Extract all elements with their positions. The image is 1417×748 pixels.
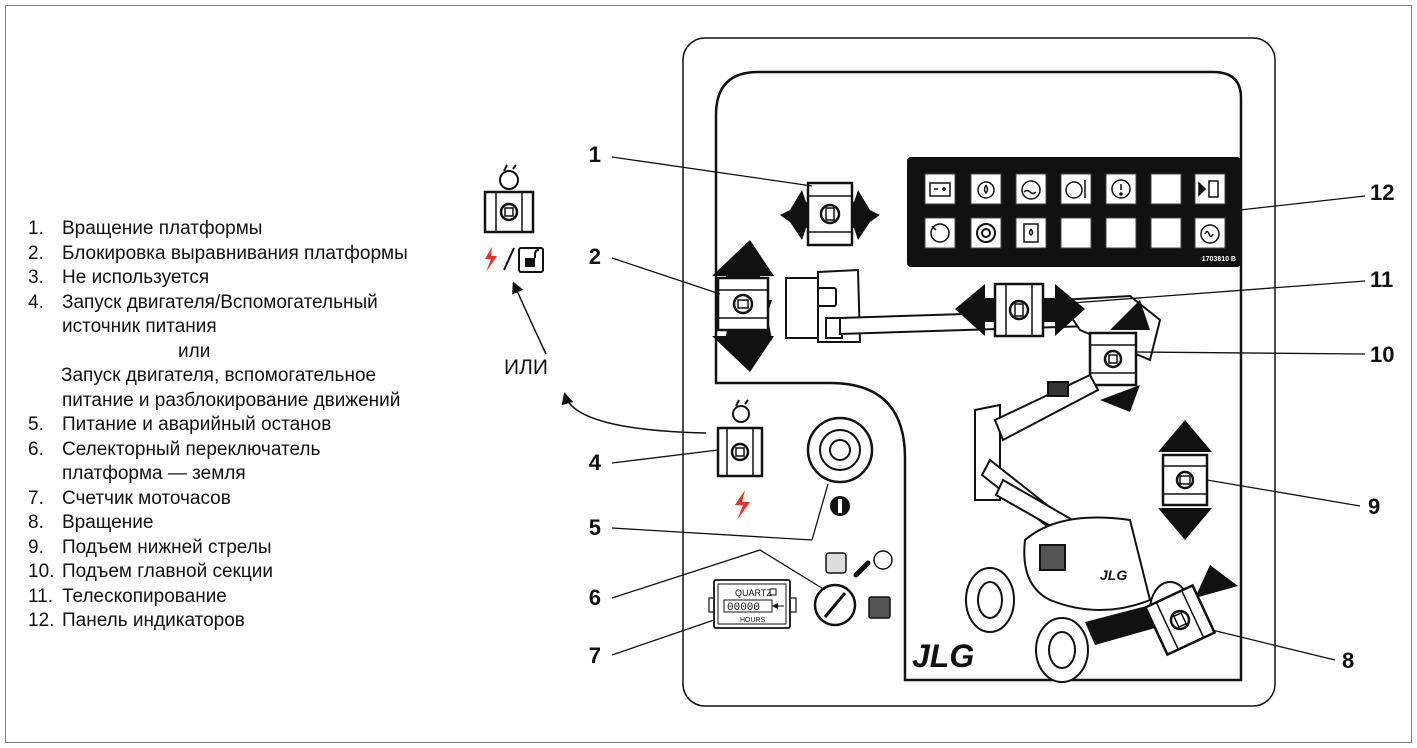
callout-2: 2	[589, 244, 601, 269]
legend-alt-line-1: Запуск двигателя, вспомогательное	[61, 365, 377, 386]
callout-lines	[611, 156, 1366, 661]
glow-plug-icon	[1200, 224, 1220, 244]
part-number: 1703810 B	[1202, 256, 1236, 263]
engine-rotate-icon	[930, 223, 950, 243]
warning-icon	[1111, 179, 1131, 199]
gear-icon	[976, 223, 996, 243]
legend-item-12: 12.Панель индикаторов	[28, 610, 245, 631]
legend-alt-line-2: питание и разблокирование движений	[62, 389, 401, 411]
hour-meter: QUARTZ 00000 HOURS	[708, 579, 797, 629]
emergency-stop-button[interactable]	[806, 416, 874, 484]
telescope-switch[interactable]	[955, 282, 1085, 338]
callout-4: 4	[589, 450, 602, 475]
callout-11: 11	[1370, 267, 1393, 292]
fuel-icon	[1198, 180, 1219, 198]
legend-item-8: 8.Вращение	[28, 512, 154, 533]
callout-1: 1	[589, 142, 601, 167]
callout-6: 6	[589, 585, 601, 610]
legend-item-10: 10.Подъем главной секции	[28, 561, 273, 582]
jlg-logo: JLG	[912, 638, 974, 674]
machine-logo: JLG	[1100, 567, 1127, 583]
callout-5: 5	[589, 515, 601, 540]
key-icon	[873, 550, 893, 570]
callout-8: 8	[1342, 648, 1354, 673]
callout-12: 12	[1370, 180, 1394, 205]
alt-aux-power-icon	[485, 247, 497, 272]
legend-item-6: 6.Селекторный переключатель	[28, 438, 321, 460]
figure-frame	[5, 5, 1412, 743]
legend-item-1: 1.Вращение платформы	[28, 218, 263, 239]
fuel-level-icon	[1023, 223, 1039, 243]
callout-10: 10	[1370, 342, 1394, 367]
coolant-temp-icon	[1021, 180, 1041, 200]
svg-text:QUARTZ: QUARTZ	[735, 588, 772, 598]
ground-indicator	[868, 596, 891, 619]
legend-item-11: 11.Телескопирование	[28, 585, 227, 607]
callout-9: 9	[1368, 494, 1380, 519]
legend-item-4: 4.Запуск двигателя/Вспомогательный	[28, 291, 378, 313]
legend-item-9: 9.Подъем нижней стрелы	[28, 536, 272, 558]
alt-engine-start-switch[interactable]	[483, 190, 535, 234]
platform-indicator	[825, 552, 847, 574]
legend-or: или	[178, 340, 211, 362]
engine-icon	[732, 399, 750, 423]
power-icon	[830, 496, 850, 516]
legend: 1.Вращение платформы 2.Блокировка выравн…	[28, 217, 408, 634]
legend-item-6-cont: платформа — земля	[62, 463, 246, 484]
lower-boom-switch[interactable]	[1158, 420, 1212, 540]
battery-icon	[929, 182, 951, 197]
legend-item-4-cont: источник питания	[62, 316, 217, 337]
legend-item-5: 5.Питание и аварийный останов	[28, 414, 332, 435]
oil-pressure-icon	[977, 181, 995, 199]
svg-text:HOURS: HOURS	[740, 617, 766, 624]
legend-item-7: 7.Счетчик моточасов	[28, 487, 231, 509]
platform-level-switch[interactable]	[712, 240, 774, 372]
legend-item-3: 3.Не используется	[28, 267, 210, 288]
indicator-panel: 1703810 B	[907, 157, 1241, 267]
platform-ground-selector[interactable]	[813, 583, 857, 627]
platform-rotate-switch[interactable]	[780, 181, 880, 247]
alt-engine-icon	[499, 164, 519, 190]
swing-switch[interactable]	[1085, 565, 1238, 657]
legend-item-2: 2.Блокировка выравнивания платформы	[28, 242, 408, 264]
aux-power-icon	[735, 490, 750, 520]
unlock-icon	[518, 247, 544, 273]
engine-temp-icon	[1065, 180, 1086, 199]
svg-text:00000: 00000	[727, 602, 760, 614]
or-label: ИЛИ	[504, 356, 548, 379]
main-boom-switch[interactable]	[1088, 300, 1150, 412]
engine-start-switch[interactable]	[716, 426, 764, 478]
callout-7: 7	[589, 643, 601, 668]
